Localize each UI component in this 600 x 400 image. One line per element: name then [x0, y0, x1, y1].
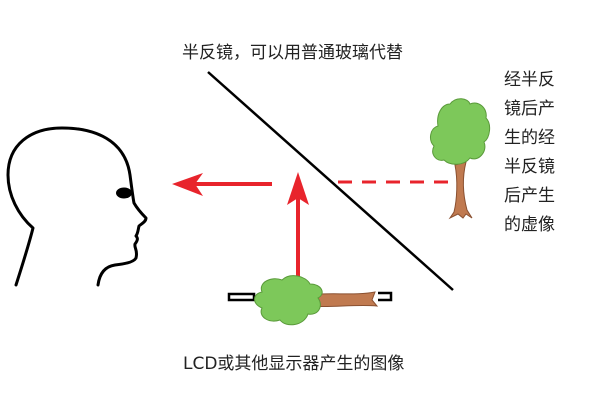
display-bracket-right — [378, 291, 393, 302]
virtual-image-label: 经半反 镜后产 生的经 半反镜 后产生 的虚像 — [504, 66, 564, 240]
display-bracket-left — [227, 292, 256, 302]
arrow-to-eye-icon — [172, 173, 272, 196]
mirror-label: 半反镜，可以用普通玻璃代替 — [182, 43, 403, 63]
half-mirror-line — [207, 71, 454, 291]
head-profile-icon — [6, 126, 148, 287]
virtual-image-label-line: 后产生 — [504, 186, 555, 206]
virtual-image-label-line: 经半反 — [504, 70, 555, 90]
arrow-up-from-display-icon — [287, 172, 309, 280]
virtual-image-label-line: 半反镜 — [504, 157, 555, 177]
display-image-label: LCD或其他显示器产生的图像 — [183, 354, 405, 374]
eye-icon — [116, 187, 132, 199]
virtual-image-label-line: 的虚像 — [504, 215, 555, 235]
virtual-image-label-line: 生的经 — [504, 128, 555, 148]
tree-icon — [430, 98, 491, 220]
virtual-image-label-line: 镜后产 — [504, 99, 555, 119]
tree-rotated-icon — [254, 275, 379, 326]
